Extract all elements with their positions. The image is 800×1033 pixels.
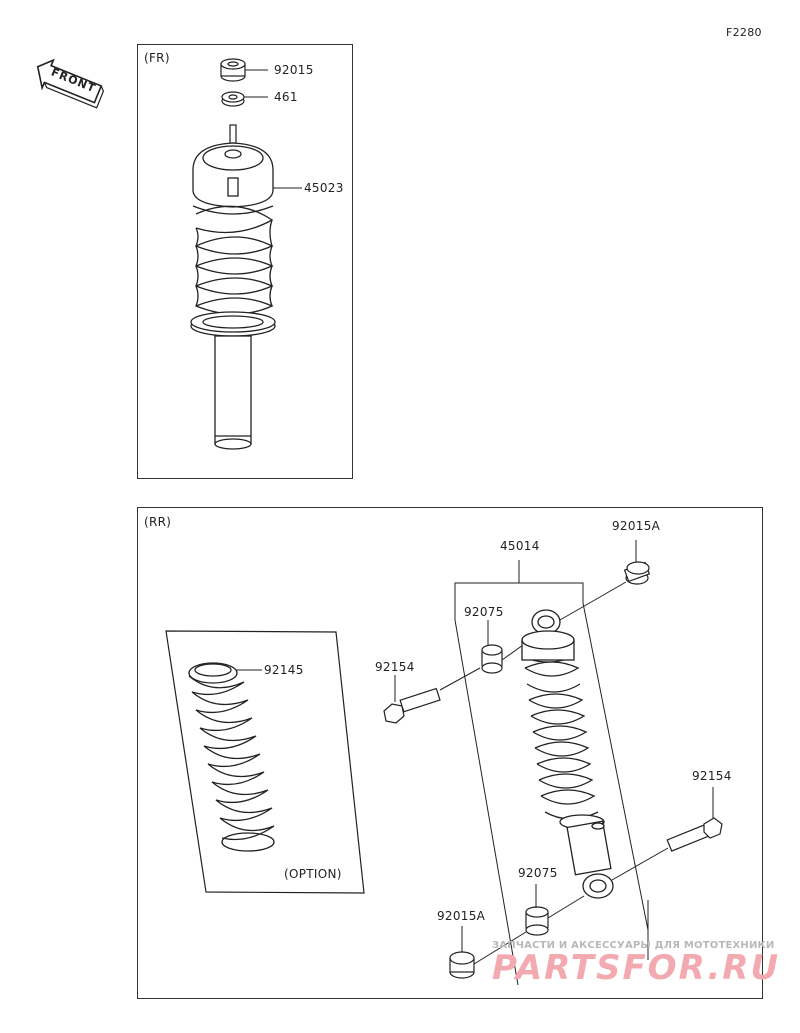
watermark-top-text: ЗАПЧАСТИ И АКСЕССУАРЫ ДЛЯ МОТОТЕХНИКИ [492, 940, 775, 951]
part-45023: 45023 [304, 181, 344, 195]
part-92154-left: 92154 [375, 660, 415, 674]
rear-section-frame [137, 507, 763, 999]
part-92015: 92015 [274, 63, 314, 77]
option-label: (OPTION) [284, 867, 342, 881]
part-92075-top: 92075 [464, 605, 504, 619]
part-92015A-top: 92015A [612, 519, 661, 533]
part-92015A-bottom: 92015A [437, 909, 486, 923]
part-92154-right: 92154 [692, 769, 732, 783]
front-nut [220, 58, 246, 82]
front-arrow: FRONT [30, 48, 110, 118]
part-461: 461 [274, 90, 298, 104]
part-92145: 92145 [264, 663, 304, 677]
front-washer [221, 91, 245, 107]
front-section-tag: (FR) [144, 51, 170, 65]
part-45014: 45014 [500, 539, 540, 553]
rear-section-tag: (RR) [144, 515, 172, 529]
watermark-brand: PARTSFOR.RU [492, 948, 781, 988]
front-section-frame [137, 44, 353, 479]
figure-code: F2280 [726, 26, 762, 39]
part-92075-bottom: 92075 [518, 866, 558, 880]
